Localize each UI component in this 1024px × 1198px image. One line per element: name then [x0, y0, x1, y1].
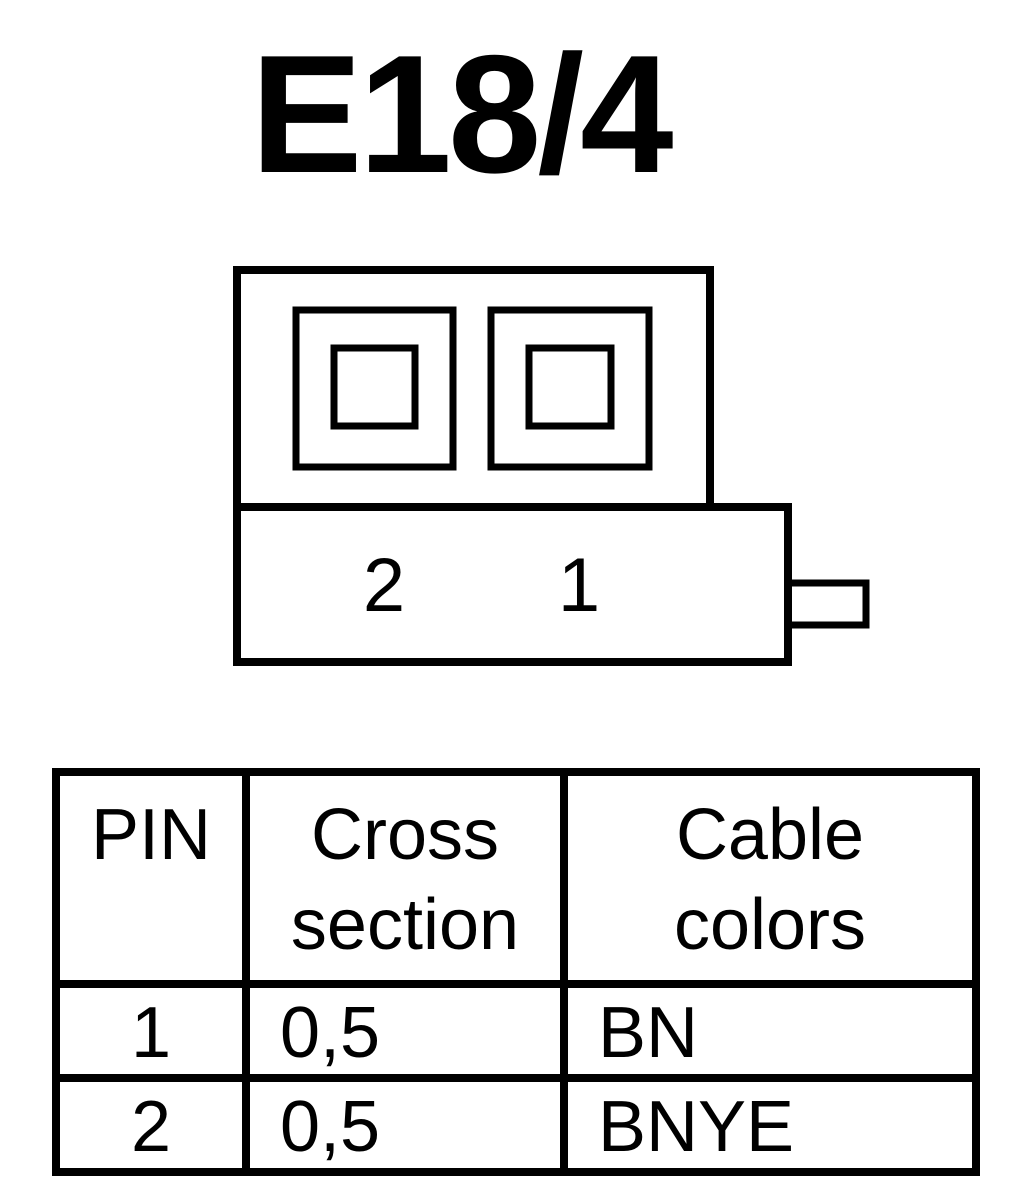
connector-latch-tab — [784, 579, 870, 629]
pin-cavity-2-inner — [330, 344, 419, 430]
header-cross-section-line1: Cross — [310, 795, 499, 875]
table-row: 1 0,5 BN — [52, 980, 980, 1082]
row-2-cable-color: BNYE — [560, 1074, 980, 1176]
connector-lower-housing — [233, 503, 792, 666]
pin-label-1: 1 — [558, 543, 600, 628]
pin-cavity-1-inner — [525, 344, 615, 430]
pin-cavity-2-outer — [292, 306, 457, 471]
row-2-cross-section: 0,5 — [242, 1074, 568, 1176]
connector-title: E18/4 — [250, 20, 673, 208]
header-cross-section-line2: section — [290, 885, 520, 965]
row-2-pin: 2 — [52, 1074, 250, 1176]
connector-upper-housing — [233, 266, 714, 511]
pin-table-header-row: PIN Cross section Cable colors — [52, 768, 980, 988]
row-1-cable-color: BN — [560, 980, 980, 1082]
row-1-pin: 1 — [52, 980, 250, 1082]
table-row: 2 0,5 BNYE — [52, 1074, 980, 1176]
pin-table: PIN Cross section Cable colors 1 0,5 BN … — [52, 768, 980, 1176]
pin-label-2: 2 — [363, 543, 405, 628]
connector-diagram: 2 1 — [233, 266, 870, 666]
row-1-cross-section: 0,5 — [242, 980, 568, 1082]
header-pin-label: PIN — [90, 795, 212, 875]
pin-cavity-1-outer — [487, 306, 653, 471]
header-cable-colors-line2: colors — [673, 885, 867, 965]
header-cable-colors: Cable colors — [560, 768, 980, 988]
header-pin: PIN — [52, 768, 250, 988]
header-cross-section: Cross section — [242, 768, 568, 988]
header-cable-colors-line1: Cable — [675, 795, 865, 875]
